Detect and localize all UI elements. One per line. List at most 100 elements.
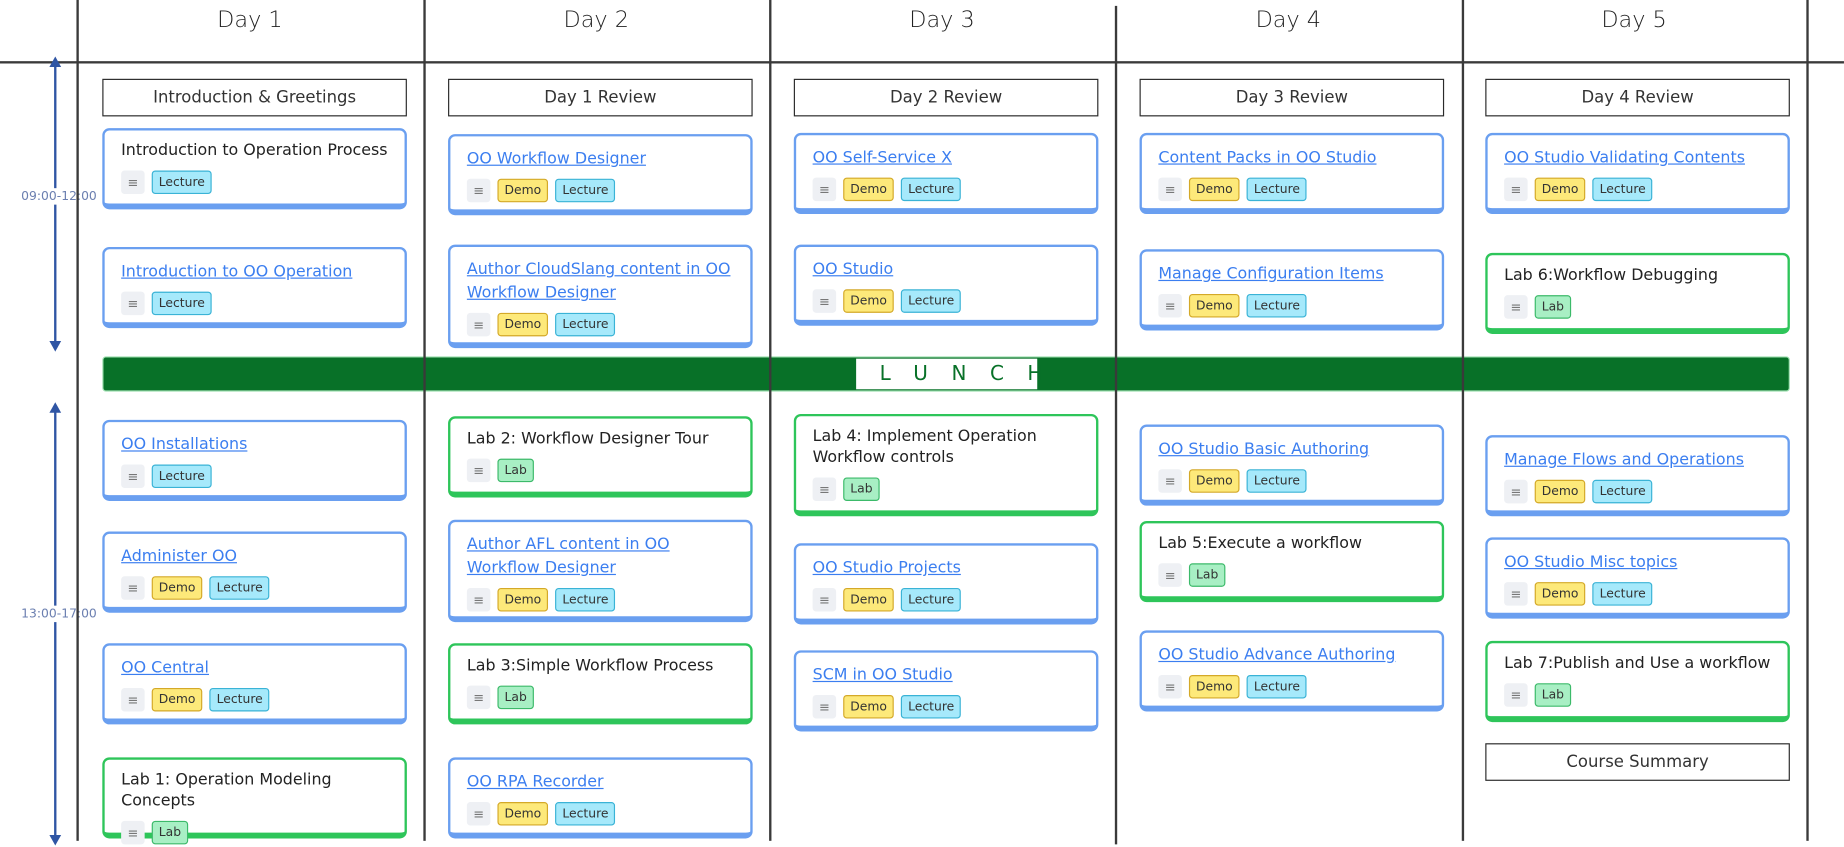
tag-lecture: Lecture — [1592, 177, 1653, 202]
notes-icon[interactable]: ≡ — [1158, 469, 1182, 493]
session-title-link[interactable]: Introduction to OO Operation — [121, 262, 353, 282]
lunch-label: LUNCH — [856, 358, 1042, 390]
notes-icon[interactable]: ≡ — [121, 170, 145, 195]
lab-card[interactable]: Lab 7:Publish and Use a workflow≡Lab — [1485, 640, 1790, 723]
session-title-link[interactable]: Content Packs in OO Studio — [1158, 148, 1377, 167]
notes-icon[interactable]: ≡ — [812, 477, 837, 501]
column-divider — [1461, 0, 1464, 841]
notes-icon[interactable]: ≡ — [1158, 563, 1182, 587]
notes-icon[interactable]: ≡ — [466, 178, 491, 203]
notes-icon[interactable]: ≡ — [1158, 177, 1182, 202]
tag-demo: Demo — [843, 289, 894, 313]
session-title-link[interactable]: OO Studio Projects — [812, 558, 961, 578]
tag-demo: Demo — [497, 178, 549, 203]
lab-card[interactable]: Lab 6:Workflow Debugging≡Lab — [1485, 252, 1790, 334]
notes-icon[interactable]: ≡ — [121, 820, 145, 845]
session-title: Lab 2: Workflow Designer Tour — [466, 429, 709, 449]
notes-icon[interactable]: ≡ — [466, 312, 491, 337]
notes-icon[interactable]: ≡ — [466, 802, 491, 826]
tag-row: ≡Lecture — [121, 291, 388, 316]
session-title-link[interactable]: OO Workflow Designer — [466, 149, 646, 169]
notes-icon[interactable]: ≡ — [1504, 582, 1528, 606]
session-title: Lab 6:Workflow Debugging — [1504, 265, 1719, 285]
session-card[interactable]: OO Installations≡Lecture — [102, 419, 407, 501]
tag-lecture: Lecture — [901, 695, 962, 719]
notes-icon[interactable]: ≡ — [1504, 177, 1528, 202]
notes-icon[interactable]: ≡ — [121, 291, 145, 316]
arrow-down-icon — [49, 341, 62, 352]
notes-icon[interactable]: ≡ — [812, 177, 837, 202]
notes-icon[interactable]: ≡ — [1158, 675, 1182, 699]
session-title-link[interactable]: OO Self-Service X — [812, 148, 952, 167]
notes-icon[interactable]: ≡ — [466, 458, 491, 483]
arrow-up-icon — [49, 402, 62, 413]
notes-icon[interactable]: ≡ — [121, 576, 145, 600]
lab-card[interactable]: Lab 5:Execute a workflow≡Lab — [1139, 520, 1445, 603]
notes-icon[interactable]: ≡ — [1504, 479, 1528, 504]
session-card[interactable]: Author AFL content in OO Workflow Design… — [448, 519, 753, 623]
notes-icon[interactable]: ≡ — [812, 289, 837, 313]
tag-lecture: Lecture — [151, 291, 212, 316]
lab-card[interactable]: Lab 1: Operation Modeling Concepts≡Lab — [102, 757, 407, 845]
notes-icon[interactable]: ≡ — [466, 685, 491, 710]
tag-row: ≡Lab — [466, 458, 734, 483]
tag-lecture: Lecture — [1246, 294, 1308, 318]
notes-icon[interactable]: ≡ — [812, 695, 837, 719]
session-title-link[interactable]: OO Installations — [121, 435, 248, 454]
tag-lecture: Lecture — [1592, 479, 1653, 504]
tag-lecture: Lecture — [901, 588, 962, 612]
notes-icon[interactable]: ≡ — [812, 588, 837, 612]
tag-lecture: Lecture — [1592, 582, 1653, 606]
session-title-link[interactable]: Manage Configuration Items — [1158, 264, 1384, 284]
column-divider — [76, 0, 79, 841]
session-title-link[interactable]: SCM in OO Studio — [812, 665, 953, 685]
notes-icon[interactable]: ≡ — [1504, 683, 1528, 707]
notes-icon[interactable]: ≡ — [1504, 295, 1528, 319]
notes-icon[interactable]: ≡ — [121, 687, 145, 712]
lab-card[interactable]: Lab 2: Workflow Designer Tour ≡Lab — [448, 416, 753, 498]
session-title-link[interactable]: OO Central — [121, 658, 209, 678]
session-title-link[interactable]: Author AFL content in OO Workflow Design… — [466, 535, 670, 578]
tag-lab: Lab — [497, 458, 534, 483]
notes-icon[interactable]: ≡ — [121, 464, 145, 489]
tag-lecture: Lecture — [555, 588, 616, 612]
notes-icon[interactable]: ≡ — [1158, 294, 1182, 318]
session-title-link[interactable]: OO RPA Recorder — [466, 772, 604, 792]
session-title-link[interactable]: OO Studio Advance Authoring — [1158, 645, 1396, 665]
session-card[interactable]: Author CloudSlang content in OO Workflow… — [448, 244, 753, 349]
session-card[interactable]: Introduction to OO Operation ≡Lecture — [102, 246, 407, 329]
session-title-link[interactable]: Administer OO — [121, 546, 237, 566]
notes-icon[interactable]: ≡ — [466, 588, 491, 612]
session-title-link[interactable]: OO Studio — [812, 259, 894, 279]
session-card[interactable]: Introduction to Operation Process≡Lectur… — [102, 128, 407, 210]
session-title-link[interactable]: OO Studio Validating Contents — [1504, 148, 1745, 167]
session-title-link[interactable]: Manage Flows and Operations — [1504, 450, 1744, 470]
tag-demo: Demo — [1188, 177, 1240, 202]
session-title-link[interactable]: Author CloudSlang content in OO Workflow… — [466, 259, 731, 303]
review-box: Day 3 Review — [1139, 78, 1445, 117]
tag-lecture: Lecture — [1246, 469, 1308, 493]
session-title-link[interactable]: OO Studio Misc topics — [1504, 552, 1678, 572]
lab-card[interactable]: Lab 4: Implement Operation Workflow cont… — [793, 413, 1099, 517]
session-title-link[interactable]: OO Studio Basic Authoring — [1158, 439, 1370, 459]
lab-card[interactable]: Lab 3:Simple Workflow Process≡Lab — [448, 643, 753, 725]
tag-lecture: Lecture — [901, 177, 962, 202]
